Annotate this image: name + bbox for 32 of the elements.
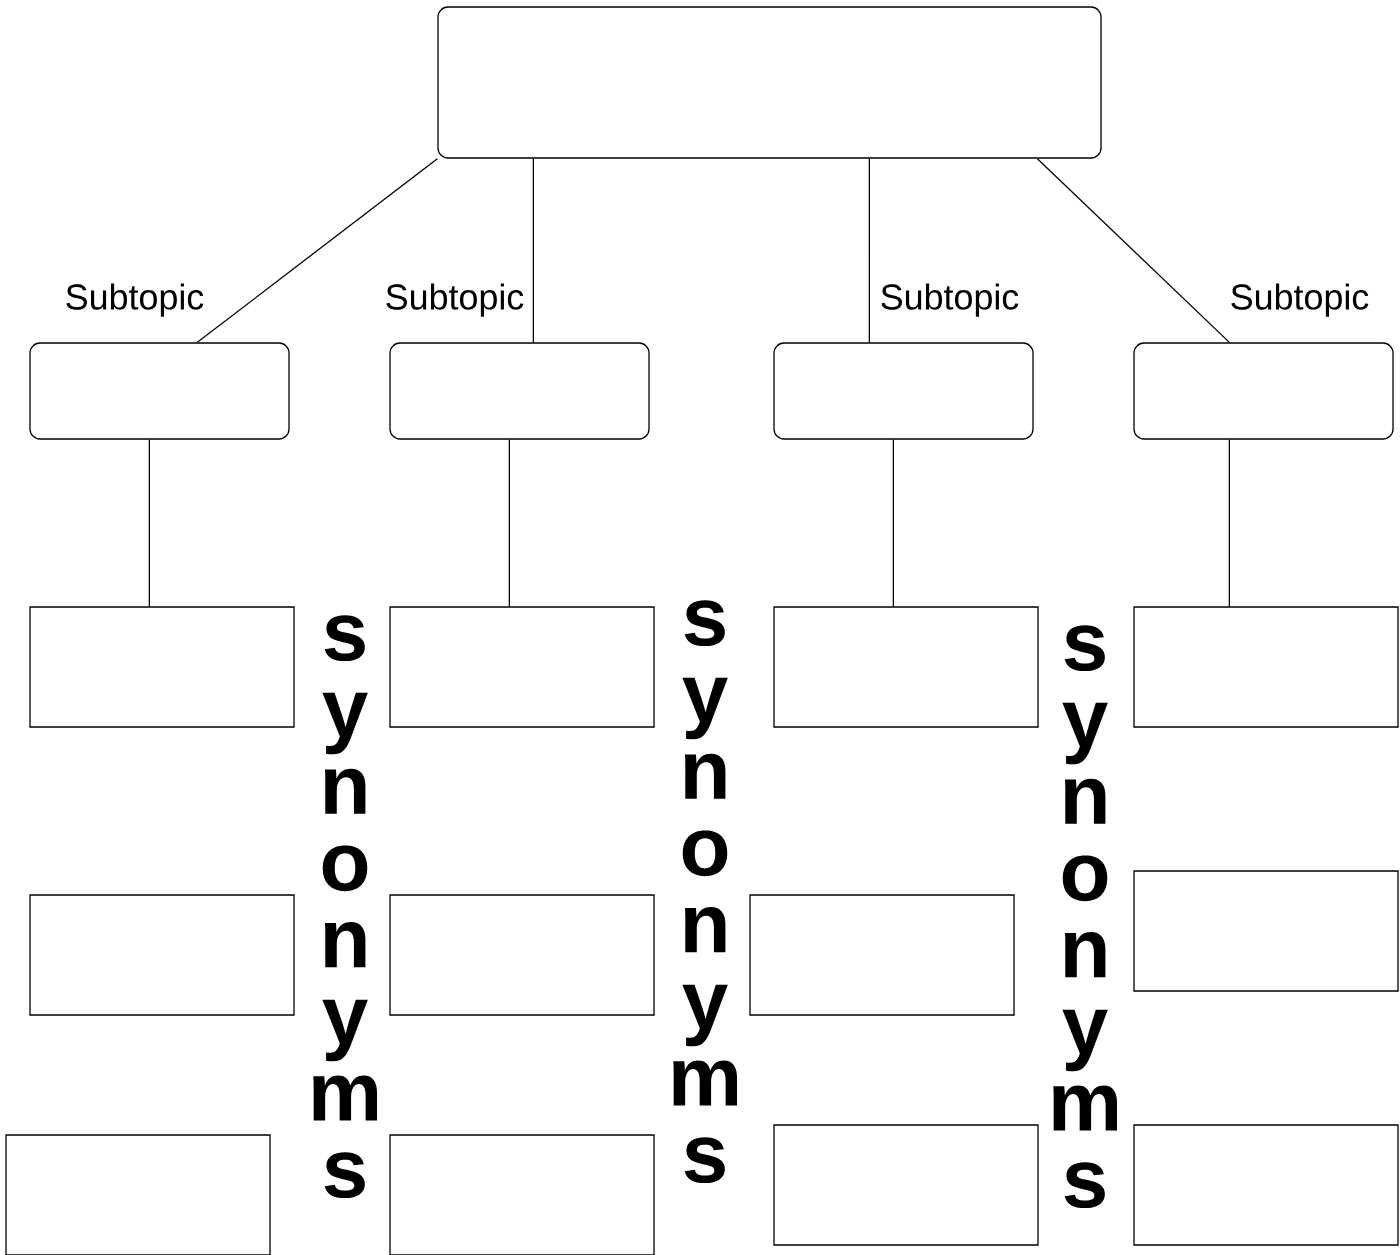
empty-box [29,894,295,1016]
subtopic-box: Subtopic [29,283,290,440]
empty-box [1133,870,1399,992]
empty-box [1133,606,1399,728]
empty-box [389,606,655,728]
empty-box [1133,1124,1399,1246]
vertical-word: synonyms [1053,625,1118,1209]
connector-line [508,439,510,607]
empty-box [29,606,295,728]
node-label: Subtopic [881,283,1019,317]
connector-line [148,439,150,607]
subtopic-box: Subtopic [773,283,1034,440]
empty-box [389,894,655,1016]
empty-box [5,1134,271,1255]
node-label: Subtopic [1231,283,1369,317]
connector-line [1036,158,1230,343]
connector-line [532,158,534,343]
vertical-word: synonyms [313,615,377,1199]
subtopic-box: Subtopic [1133,283,1394,440]
connector-line [196,158,438,343]
node-label: Subtopic [386,283,524,317]
connector-line [1228,439,1230,607]
empty-box [749,894,1015,1016]
connector-line [868,158,870,343]
empty-box [773,1124,1039,1246]
node-label: Subtopic [66,283,204,317]
empty-box [437,6,1102,159]
empty-box [773,606,1039,728]
subtopic-box: Subtopic [386,283,650,440]
vertical-word: synonyms [673,600,737,1184]
connector-line [892,439,894,607]
empty-box [389,1134,655,1255]
